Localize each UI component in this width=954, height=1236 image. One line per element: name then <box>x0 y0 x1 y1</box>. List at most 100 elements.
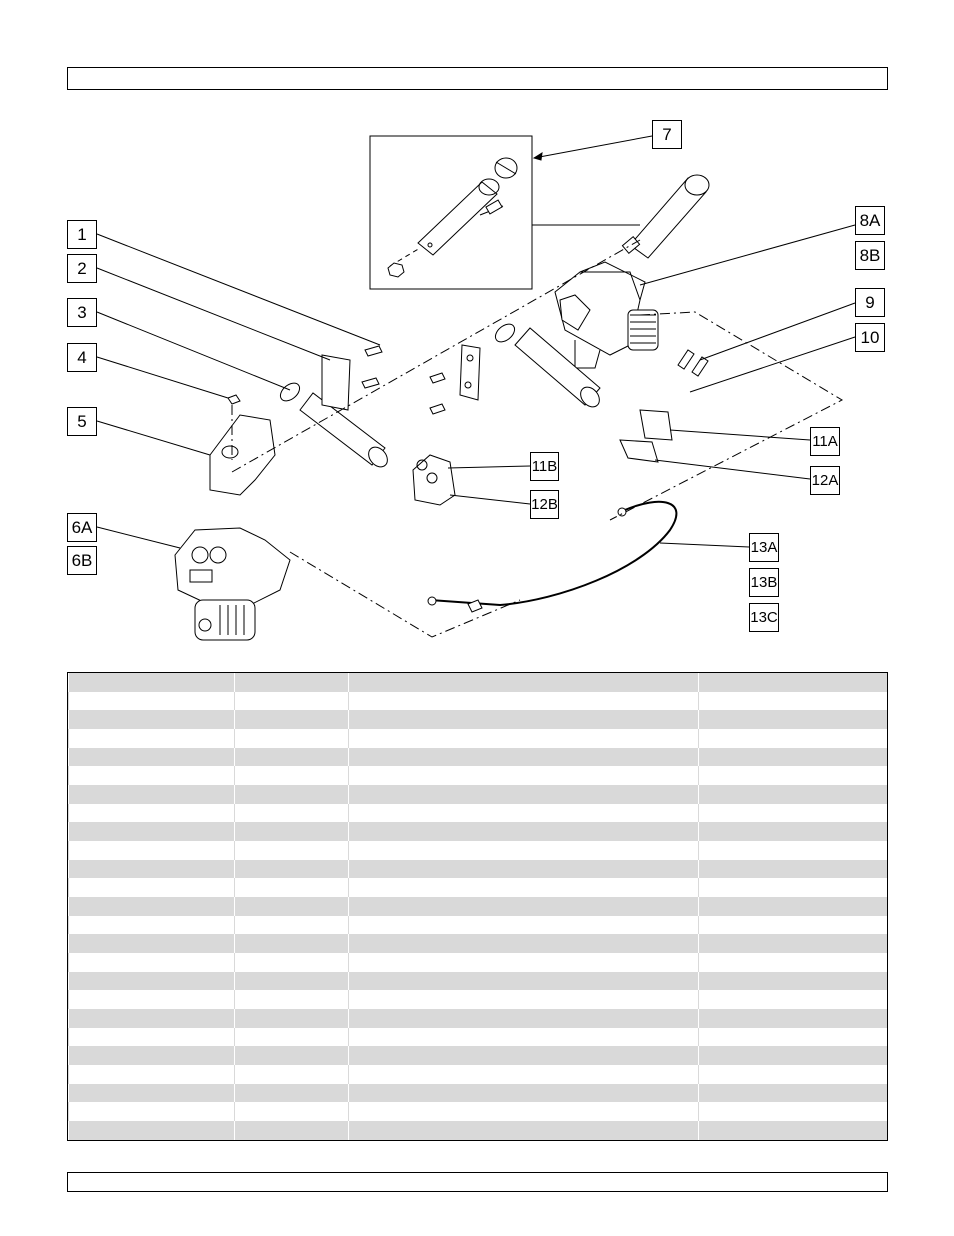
table-cell <box>698 785 887 804</box>
callout-12A: 12A <box>810 466 840 495</box>
callout-12B: 12B <box>530 490 559 519</box>
table-cell <box>234 915 349 935</box>
table-cell <box>234 1027 349 1047</box>
inset-box <box>369 135 533 290</box>
table-cell <box>348 1065 699 1084</box>
table-row <box>68 1009 887 1028</box>
table-cell <box>68 859 235 879</box>
callout-13B: 13B <box>749 568 779 597</box>
callout-11B: 11B <box>530 452 559 481</box>
table-cell <box>68 747 235 767</box>
table-cell <box>698 1009 887 1028</box>
table-cell <box>348 1009 699 1028</box>
parts-table-grid <box>68 673 887 1140</box>
table-cell <box>698 1102 887 1122</box>
table-row <box>68 859 887 879</box>
table-cell <box>234 1121 349 1140</box>
table-cell <box>348 729 699 748</box>
table-row <box>68 1027 887 1047</box>
table-cell <box>234 953 349 972</box>
table-cell <box>698 878 887 898</box>
table-cell <box>348 747 699 767</box>
table-cell <box>234 1009 349 1028</box>
table-cell <box>68 897 235 916</box>
callout-5: 5 <box>67 407 97 436</box>
table-cell <box>698 1083 887 1103</box>
table-cell <box>68 1009 235 1028</box>
callout-8B: 8B <box>855 241 885 270</box>
table-row <box>68 897 887 916</box>
table-cell <box>698 766 887 786</box>
table-cell <box>234 990 349 1010</box>
table-cell <box>234 878 349 898</box>
table-cell <box>234 747 349 767</box>
table-cell <box>348 1102 699 1122</box>
table-cell <box>348 990 699 1010</box>
table-cell <box>68 1083 235 1103</box>
table-cell <box>698 915 887 935</box>
table-row <box>68 691 887 711</box>
table-cell <box>68 673 235 692</box>
table-cell <box>348 953 699 972</box>
header-bar <box>67 67 888 90</box>
table-cell <box>348 766 699 786</box>
table-cell <box>698 841 887 860</box>
table-cell <box>348 673 699 692</box>
callout-6B: 6B <box>67 546 97 575</box>
table-cell <box>234 1083 349 1103</box>
controller-drawing <box>174 527 291 641</box>
table-header-row <box>68 673 887 692</box>
table-cell <box>68 710 235 730</box>
table-cell <box>698 934 887 954</box>
table-cell <box>68 1121 235 1140</box>
table-row <box>68 971 887 991</box>
table-cell <box>348 1046 699 1066</box>
table-row <box>68 747 887 767</box>
callout-6A: 6A <box>67 513 97 542</box>
table-cell <box>68 971 235 991</box>
table-cell <box>68 1027 235 1047</box>
table-cell <box>68 1102 235 1122</box>
table-cell <box>68 934 235 954</box>
table-cell <box>698 859 887 879</box>
table-row <box>68 990 887 1010</box>
table-cell <box>68 953 235 972</box>
callout-1: 1 <box>67 220 97 249</box>
table-cell <box>698 822 887 842</box>
exploded-parts-diagram <box>96 135 856 641</box>
table-cell <box>68 766 235 786</box>
table-cell <box>698 691 887 711</box>
table-cell <box>698 953 887 972</box>
table-cell <box>348 1083 699 1103</box>
table-cell <box>234 710 349 730</box>
lever-assembly-drawing <box>554 174 710 369</box>
table-row <box>68 1083 887 1103</box>
table-cell <box>348 1027 699 1047</box>
table-cell <box>68 1065 235 1084</box>
leader-7 <box>533 135 653 159</box>
table-cell <box>234 729 349 748</box>
table-cell <box>234 691 349 711</box>
table-cell <box>234 859 349 879</box>
table-row <box>68 1046 887 1066</box>
table-cell <box>698 747 887 767</box>
table-cell <box>698 897 887 916</box>
table-cell <box>68 729 235 748</box>
table-cell <box>234 934 349 954</box>
clamp-a-drawing <box>619 349 709 463</box>
table-cell <box>348 915 699 935</box>
table-cell <box>348 803 699 823</box>
parts-table <box>67 672 888 1141</box>
table-row <box>68 803 887 823</box>
footer-bar <box>67 1172 888 1192</box>
table-cell <box>68 841 235 860</box>
callout-10: 10 <box>855 323 885 352</box>
callout-13C: 13C <box>749 603 779 632</box>
table-cell <box>348 878 699 898</box>
cable-drawing <box>429 500 678 607</box>
table-cell <box>68 990 235 1010</box>
right-grip-drawing <box>429 323 601 415</box>
table-cell <box>68 1046 235 1066</box>
table-row <box>68 710 887 730</box>
table-row <box>68 785 887 804</box>
